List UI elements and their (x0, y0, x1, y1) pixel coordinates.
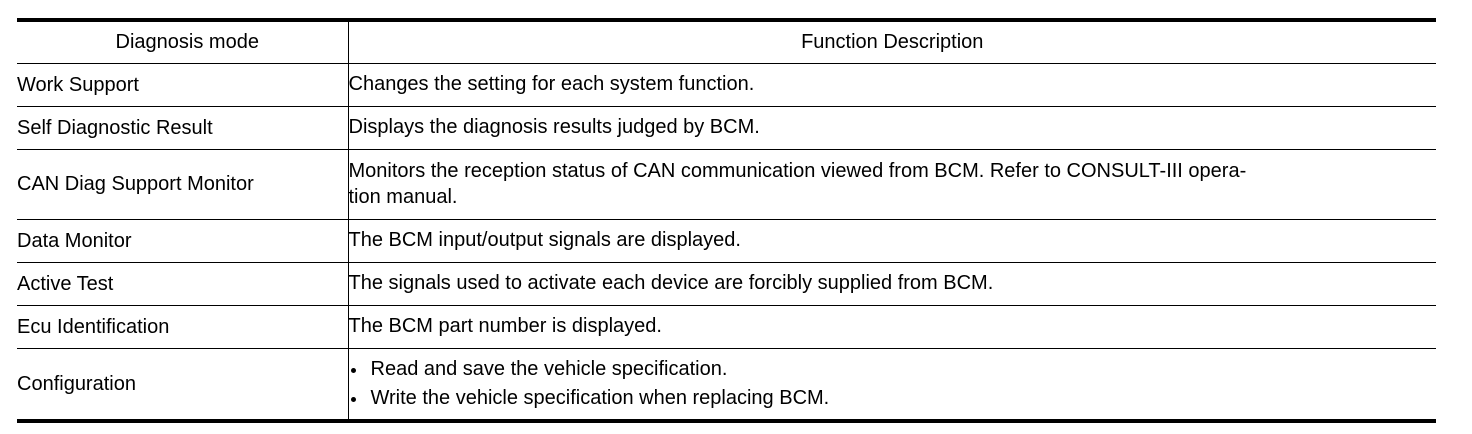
cell-diagnosis-mode: Ecu Identification (17, 305, 349, 349)
table-row: Data Monitor The BCM input/output signal… (17, 219, 1436, 263)
cell-diagnosis-mode: Configuration (17, 348, 349, 423)
bullet-dot-icon (350, 367, 356, 373)
cell-function-description: Changes the setting for each system func… (348, 63, 1436, 107)
table-row: Ecu Identification The BCM part number i… (17, 305, 1436, 349)
table-row: Configuration Read and save the vehicle … (17, 348, 1437, 423)
table-row: Active Test The signals used to activate… (17, 262, 1436, 306)
table-row: Self Diagnostic Result Displays the diag… (17, 106, 1436, 150)
cell-function-description: Displays the diagnosis results judged by… (348, 106, 1436, 150)
list-item-label: Read and save the vehicle specification. (370, 358, 728, 380)
column-header-diagnosis-mode: Diagnosis mode (17, 18, 349, 64)
column-header-function-description: Function Description (348, 18, 1436, 64)
cell-diagnosis-mode: Active Test (17, 262, 349, 306)
description-line: tion manual. (348, 185, 458, 208)
cell-function-description: Read and save the vehicle specification.… (348, 348, 1437, 423)
table-header-row: Diagnosis mode Function Description (17, 18, 1436, 64)
cell-diagnosis-mode: Data Monitor (17, 219, 349, 263)
bullet-dot-icon (350, 396, 356, 402)
list-item: Read and save the vehicle specification. (349, 355, 1437, 384)
table-row: Work Support Changes the setting for eac… (17, 63, 1436, 107)
diagnosis-mode-table-wrapper: Diagnosis mode Function Description Work… (17, 18, 1436, 423)
table-row: CAN Diag Support Monitor Monitors the re… (17, 149, 1436, 220)
list-item: Write the vehicle specification when rep… (349, 384, 1437, 413)
description-line: Monitors the reception status of CAN com… (348, 159, 1247, 182)
cell-diagnosis-mode: Self Diagnostic Result (17, 106, 349, 150)
table-body: Work Support Changes the setting for eac… (17, 63, 1437, 423)
cell-function-description: The signals used to activate each device… (348, 262, 1436, 306)
cell-diagnosis-mode: Work Support (17, 63, 349, 107)
cell-function-description: Monitors the reception status of CAN com… (348, 149, 1436, 220)
cell-function-description: The BCM input/output signals are display… (348, 219, 1436, 263)
table-header: Diagnosis mode Function Description (17, 18, 1436, 64)
cell-function-description: The BCM part number is displayed. (348, 305, 1436, 349)
description-bullet-list: Read and save the vehicle specification.… (349, 355, 1437, 413)
cell-diagnosis-mode: CAN Diag Support Monitor (17, 149, 349, 220)
list-item-label: Write the vehicle specification when rep… (370, 387, 830, 409)
diagnosis-mode-table: Diagnosis mode Function Description Work… (17, 18, 1436, 423)
